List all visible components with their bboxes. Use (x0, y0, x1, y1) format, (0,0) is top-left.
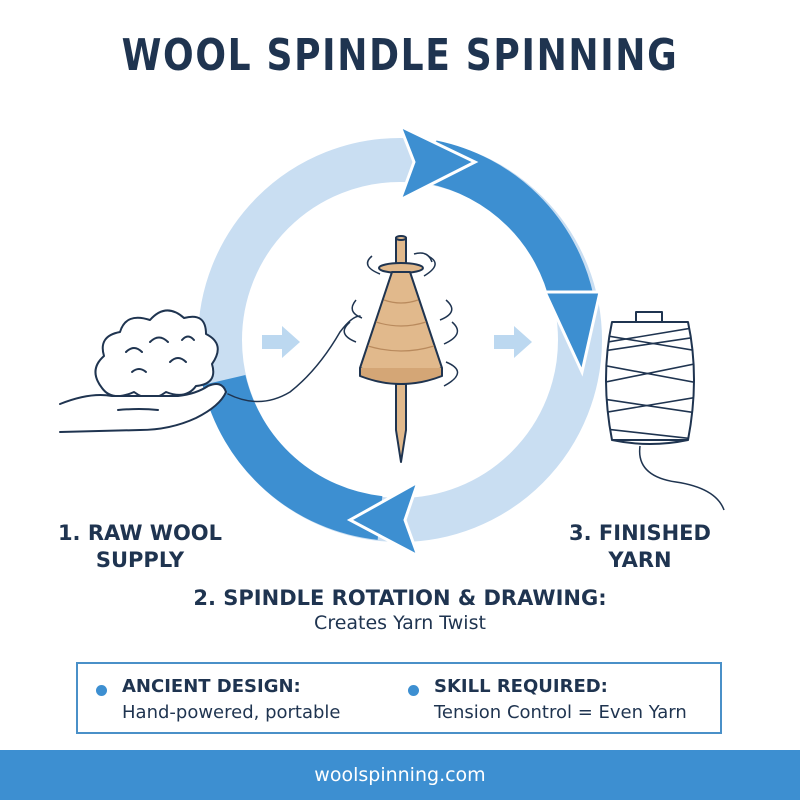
footer-url[interactable]: woolspinning.com (0, 750, 800, 800)
flow-arrow-left-icon (262, 326, 300, 358)
step-3-line-2: YARN (608, 548, 672, 572)
step-2-title: 2. SPINDLE ROTATION & DRAWING: (193, 586, 607, 610)
info-heading: ANCIENT DESIGN: (122, 676, 301, 697)
yarn-spool-icon (605, 311, 725, 511)
step-1-label: 1. RAW WOOL SUPPLY (55, 520, 225, 574)
bullet-icon (96, 685, 107, 696)
step-3-line-1: 3. FINISHED (569, 521, 711, 545)
bullet-icon (408, 685, 419, 696)
wool-cloud-in-hand-icon (59, 309, 361, 433)
step-1-line-2: SUPPLY (95, 548, 185, 572)
step-3-label: 3. FINISHED YARN (565, 520, 715, 574)
info-body: Tension Control = Even Yarn (434, 702, 687, 723)
info-body: Hand-powered, portable (122, 702, 341, 723)
cycle-arrows-icon (198, 123, 602, 560)
flow-arrow-right-icon (494, 326, 532, 358)
info-heading: SKILL REQUIRED: (434, 676, 608, 697)
spindle-icon (343, 235, 459, 463)
step-1-line-1: 1. RAW WOOL (57, 521, 223, 545)
info-box: ANCIENT DESIGN: Hand-powered, portable S… (76, 662, 722, 734)
step-2-subtitle: Creates Yarn Twist (314, 612, 486, 634)
page-title: WOOL SPINDLE SPINNING (121, 30, 679, 81)
